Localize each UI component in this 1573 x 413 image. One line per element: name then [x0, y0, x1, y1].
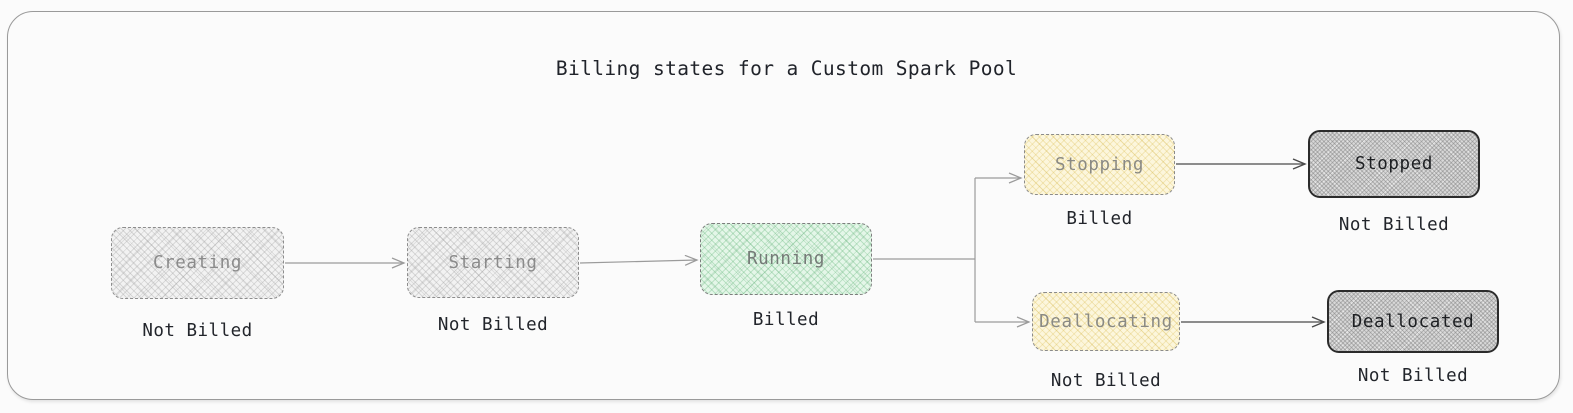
state-node-deallocating[interactable]: Deallocating [1032, 292, 1180, 351]
billing-caption-stopped: Not Billed [1338, 215, 1450, 235]
state-label-stopped: Stopped [1355, 154, 1433, 174]
state-node-stopping[interactable]: Stopping [1024, 134, 1175, 195]
state-label-deallocating: Deallocating [1039, 311, 1173, 332]
state-label-creating: Creating [152, 253, 243, 273]
state-label-starting: Starting [448, 252, 538, 273]
diagram-frame [7, 11, 1560, 400]
state-label-running: Running [747, 249, 825, 269]
billing-caption-deallocating: Not Billed [1050, 371, 1162, 391]
state-node-running[interactable]: Running [700, 223, 872, 295]
state-node-starting[interactable]: Starting [407, 227, 579, 298]
state-node-creating[interactable]: Creating [111, 227, 284, 299]
diagram-title: Billing states for a Custom Spark Pool [555, 57, 1018, 80]
state-label-deallocated: Deallocated [1351, 311, 1475, 332]
billing-caption-deallocated: Not Billed [1357, 366, 1469, 386]
billing-caption-stopping: Billed [1066, 209, 1133, 229]
state-node-stopped[interactable]: Stopped [1308, 130, 1480, 198]
state-node-deallocated[interactable]: Deallocated [1327, 290, 1499, 353]
state-label-stopping: Stopping [1054, 154, 1145, 175]
billing-caption-starting: Not Billed [437, 315, 549, 335]
billing-caption-creating: Not Billed [142, 321, 253, 341]
billing-caption-running: Billed [752, 310, 820, 330]
